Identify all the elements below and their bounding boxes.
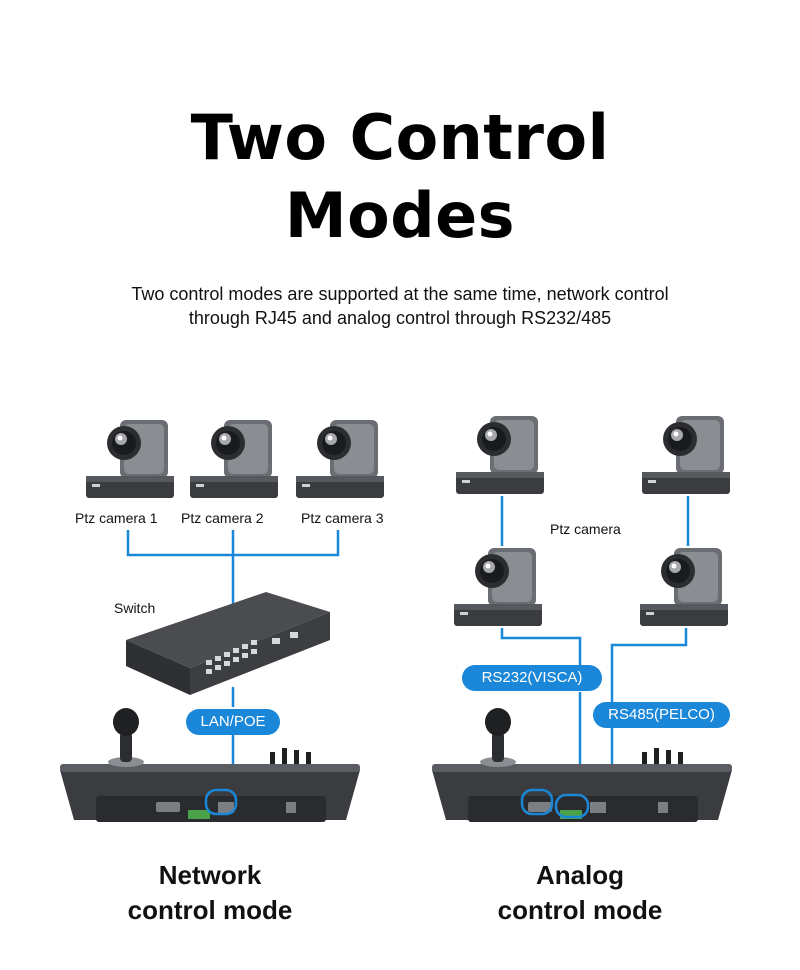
page-title-line1: Two Control — [190, 101, 610, 174]
analog-wiring — [500, 496, 690, 800]
ptz-camera-3-icon — [296, 420, 384, 498]
analog-ptz-camera-top-right-icon — [642, 416, 730, 494]
analog-ptz-camera-bottom-right-icon — [640, 548, 728, 626]
subtitle-line2: through RJ45 and analog control through … — [188, 308, 612, 328]
lan-poe-badge: LAN/POE — [186, 709, 280, 735]
rs485-port-highlight — [554, 793, 590, 819]
camera-label-3: Ptz camera 3 — [301, 510, 384, 526]
network-mode-line2: control mode — [127, 895, 293, 925]
rs232-port-highlight — [520, 788, 554, 816]
camera-label-1: Ptz camera 1 — [75, 510, 158, 526]
ptz-camera-2-icon — [190, 420, 278, 498]
rs485-badge: RS485(PELCO) — [593, 702, 730, 728]
camera-label-2: Ptz camera 2 — [181, 510, 264, 526]
rs232-badge: RS232(VISCA) — [462, 665, 602, 691]
subtitle-line1: Two control modes are supported at the s… — [131, 284, 669, 304]
page-title-line2: Modes — [284, 179, 516, 252]
analog-mode-line1: Analog — [535, 860, 625, 890]
network-switch-icon — [126, 592, 330, 695]
analog-mode-line2: control mode — [497, 895, 663, 925]
ptz-camera-1-icon — [86, 420, 174, 498]
network-mode-line1: Network — [158, 860, 262, 890]
switch-label: Switch — [114, 600, 156, 616]
analog-camera-label: Ptz camera — [550, 521, 621, 537]
analog-ptz-camera-top-left-icon — [456, 416, 544, 494]
rj45-port-highlight — [204, 788, 238, 816]
network-wiring — [126, 530, 340, 768]
analog-ptz-camera-bottom-left-icon — [454, 548, 542, 626]
